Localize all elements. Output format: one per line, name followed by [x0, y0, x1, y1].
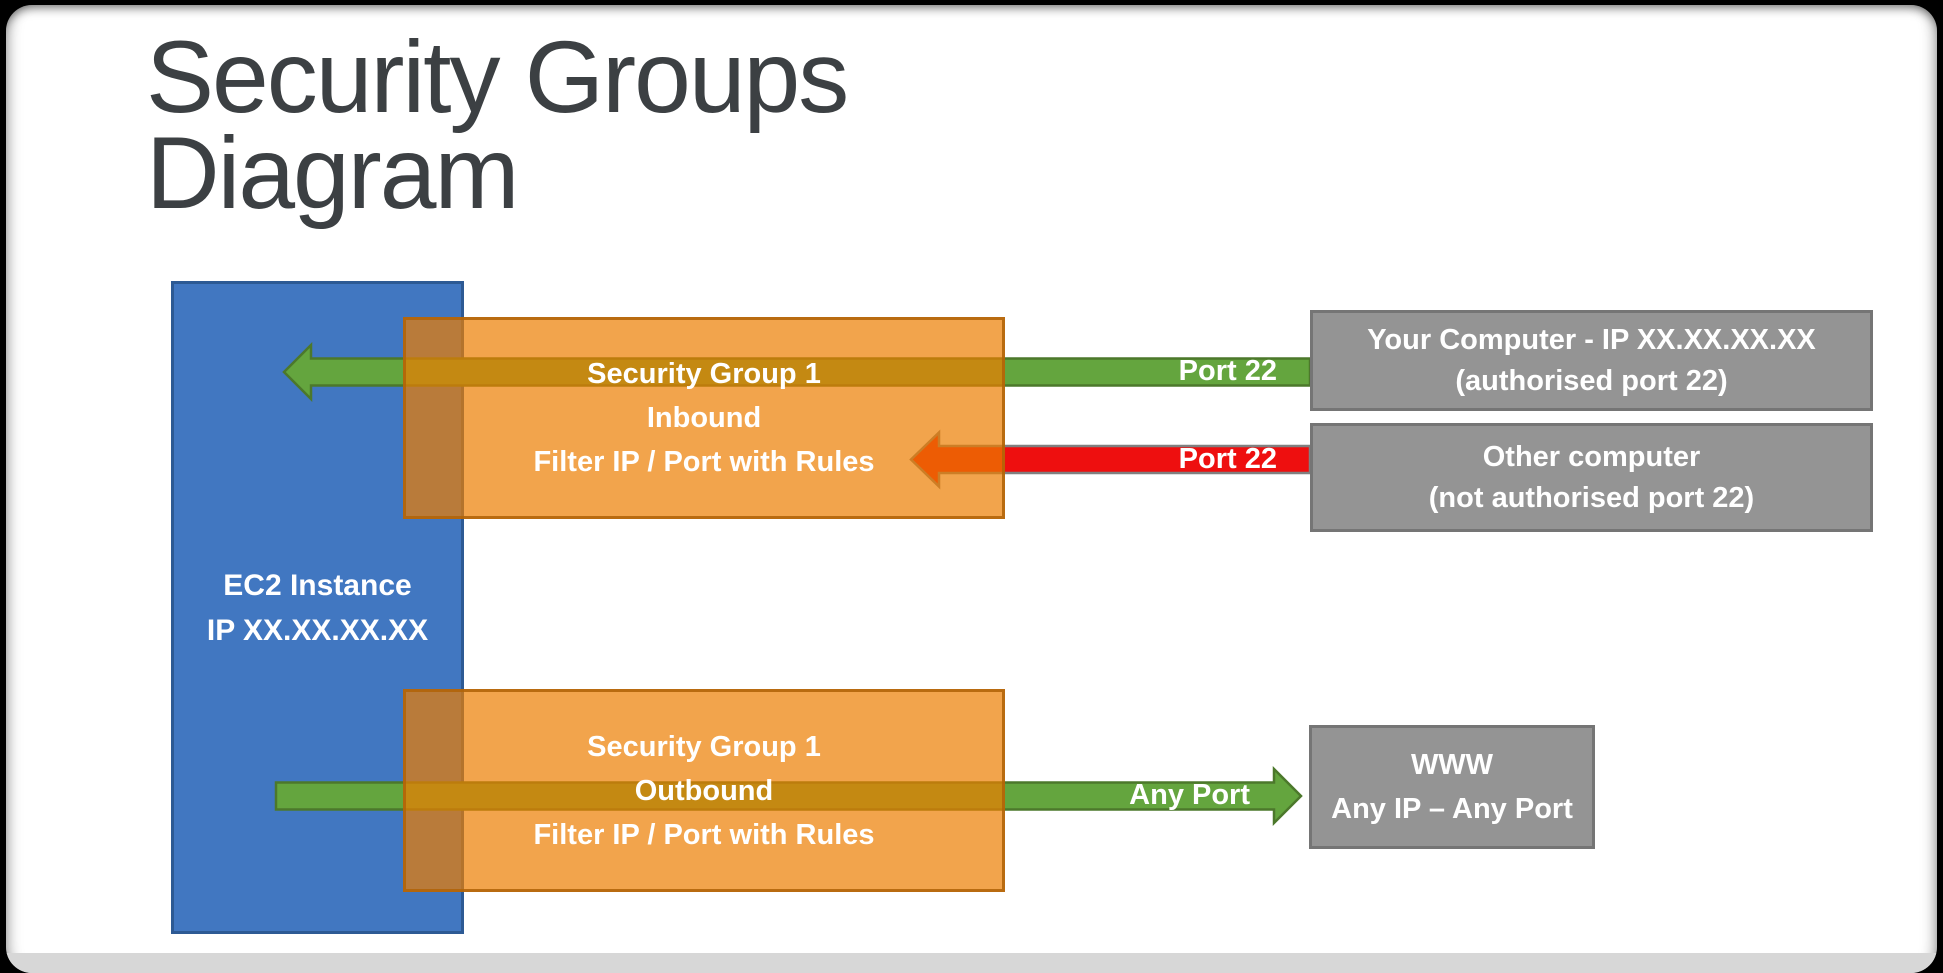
- sg-outbound-name: Security Group 1: [587, 730, 821, 763]
- other-computer-box: Other computer (not authorised port 22): [1310, 423, 1873, 532]
- your-computer-box: Your Computer - IP XX.XX.XX.XX (authoris…: [1310, 310, 1873, 411]
- sg-inbound-direction: Inbound: [646, 402, 762, 434]
- sg-outbound-rule: Filter IP / Port with Rules: [533, 818, 875, 851]
- your-computer-note: (authorised port 22): [1455, 364, 1728, 397]
- sg-inbound-rule: Filter IP / Port with Rules: [533, 446, 875, 478]
- slide-title-line2: Diagram: [146, 116, 519, 230]
- sg-inbound-name: Security Group 1: [587, 358, 821, 390]
- www-box: WWW Any IP – Any Port: [1309, 725, 1595, 849]
- security-group-outbound-box: Security Group 1 Outbound Filter IP / Po…: [403, 689, 1005, 892]
- ec2-instance-name: EC2 Instance: [223, 568, 412, 602]
- www-name: WWW: [1410, 749, 1494, 781]
- outbound-port-label: Any Port: [1129, 779, 1250, 811]
- bottom-strip: [6, 953, 1937, 973]
- slide-title-line1: Security Groups: [146, 20, 849, 134]
- inbound-blocked-port-label: Port 22: [1178, 443, 1277, 475]
- sg-outbound-direction: Outbound: [634, 774, 774, 807]
- other-computer-note: (not authorised port 22): [1428, 481, 1755, 514]
- inbound-allowed-port-label: Port 22: [1178, 355, 1277, 387]
- your-computer-name: Your Computer - IP XX.XX.XX.XX: [1367, 323, 1816, 356]
- www-note: Any IP – Any Port: [1331, 793, 1573, 825]
- ec2-instance-ip: IP XX.XX.XX.XX: [206, 613, 429, 647]
- other-computer-name: Other computer: [1482, 440, 1701, 473]
- security-group-inbound-box: Security Group 1 Inbound Filter IP / Por…: [403, 317, 1005, 519]
